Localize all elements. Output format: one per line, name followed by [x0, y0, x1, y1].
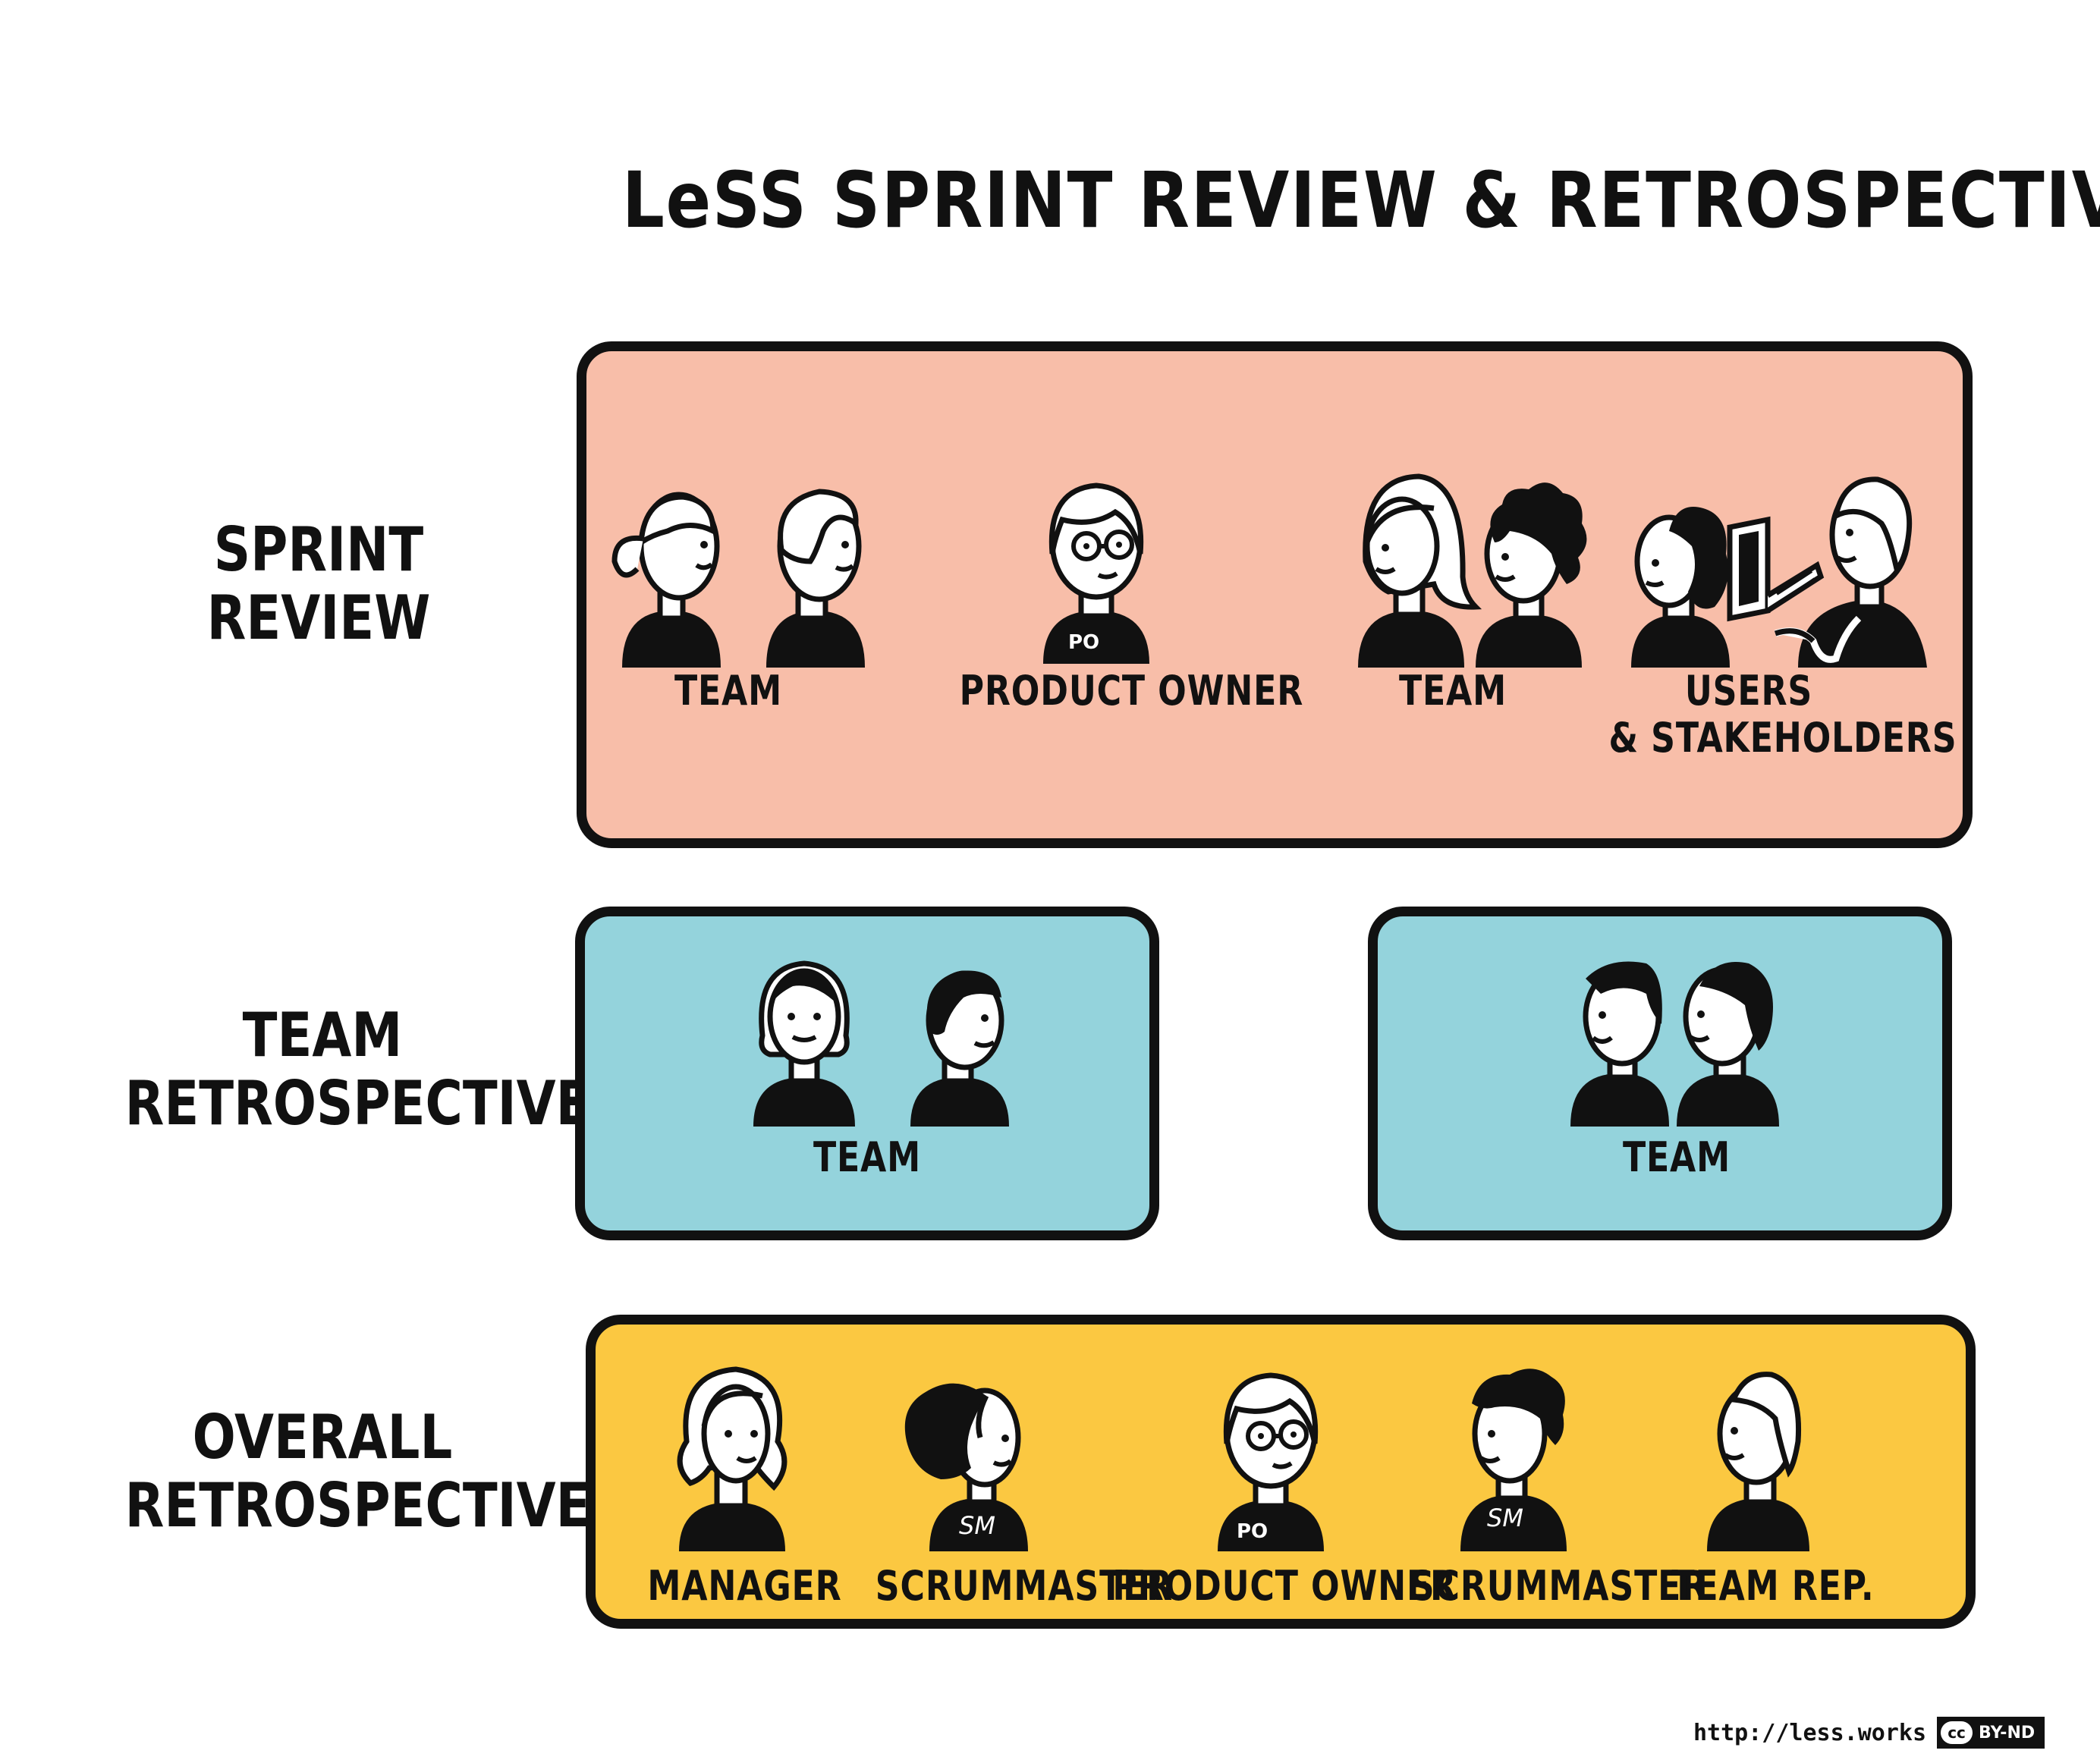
diagram-title: LeSS SPRINT REVIEW & RETROSPECTIVE [622, 156, 2100, 246]
team-member-long-hair-icon [1358, 473, 1482, 668]
team-rep-caption: TEAM REP. [1671, 1562, 1875, 1610]
users-stakeholders-caption: USERS & STAKEHOLDERS [1608, 667, 1957, 762]
product-owner-caption-2: PRODUCT OWNER [1112, 1562, 1457, 1610]
stakeholder-curly-icon [1631, 507, 1730, 668]
creative-commons-icon: cc [1941, 1721, 1973, 1744]
license-label: BY-ND [1979, 1723, 2036, 1743]
team-member-bob-hair-icon [753, 960, 855, 1127]
product-owner-icon-2: PO [1218, 1372, 1324, 1551]
team-rep-icon [1707, 1372, 1809, 1551]
license-badge[interactable]: cc BY-ND [1937, 1717, 2045, 1749]
team-member-short-hair-icon [766, 489, 865, 668]
team-caption-4: TEAM [1622, 1133, 1731, 1181]
manager-icon [677, 1366, 788, 1551]
scrummaster-icon: SM [904, 1383, 1028, 1551]
team-member-side-part-icon [1677, 962, 1779, 1127]
svg-text:PO: PO [1237, 1520, 1268, 1543]
scrummaster-icon-2: SM [1460, 1369, 1567, 1551]
svg-text:SM: SM [959, 1511, 995, 1540]
svg-text:PO: PO [1068, 631, 1099, 654]
team-retrospective-panel-2 [1368, 907, 1952, 1240]
product-owner-caption: PRODUCT OWNER [959, 667, 1304, 715]
svg-text:SM: SM [1487, 1504, 1523, 1532]
product-owner-icon: PO [1043, 482, 1149, 664]
team-member-curly-hair-icon [1476, 482, 1587, 668]
team-caption-2: TEAM [1398, 667, 1507, 715]
sprint-review-label: SPRINT REVIEW [206, 514, 431, 653]
stakeholder-user-icon [1774, 476, 1927, 668]
overall-retrospective-label: OVERALL RETROSPECTIVE [124, 1402, 591, 1541]
manager-caption: MANAGER [647, 1562, 842, 1610]
laptop-icon[interactable] [1722, 512, 1828, 626]
footer-url-link[interactable]: http://less.works [1693, 1719, 1927, 1746]
team-retrospective-panel-1 [575, 907, 1159, 1240]
team-member-ponytail-icon [611, 492, 721, 668]
scrummaster-caption-2: SCRUMMASTER [1410, 1562, 1709, 1610]
footer: http://less.works cc BY-ND [1693, 1717, 2045, 1749]
scrummaster-caption: SCRUMMASTER [875, 1562, 1174, 1610]
team-member-dark-hair-icon [910, 970, 1009, 1127]
team-member-cap-icon [1570, 961, 1669, 1127]
team-retrospective-label: TEAM RETROSPECTIVE [124, 1000, 591, 1139]
team-caption-3: TEAM [813, 1133, 922, 1181]
team-caption: TEAM [674, 667, 783, 715]
